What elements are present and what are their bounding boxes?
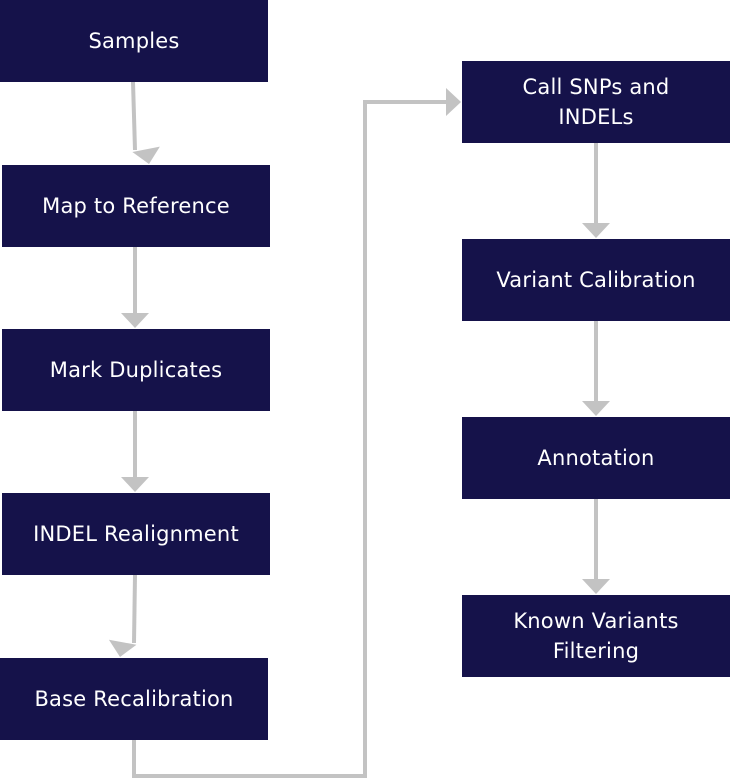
arrowhead-annot-to-known <box>582 579 610 594</box>
step-map-to-reference: Map to Reference <box>2 165 270 247</box>
step-annotation: Annotation <box>462 417 730 499</box>
step-variant-calibration: Variant Calibration <box>462 239 730 321</box>
step-base-recalibration: Base Recalibration <box>0 658 268 740</box>
step-known-variants-filtering: Known Variants Filtering <box>462 595 730 677</box>
step-mark-duplicates: Mark Duplicates <box>2 329 270 411</box>
edge-group <box>108 81 610 778</box>
step-known-variants-filtering-label: Known Variants Filtering <box>513 609 679 663</box>
step-base-recalibration-label: Base Recalibration <box>34 687 234 711</box>
arrowhead-vqsr-to-annot <box>582 401 610 416</box>
arrowhead-map-to-dups <box>121 313 149 328</box>
step-call-snps-and-indels: Call SNPs and INDELs <box>462 61 730 143</box>
arrowhead-samples-to-map <box>132 146 160 164</box>
step-variant-calibration-label: Variant Calibration <box>496 268 696 292</box>
step-samples: Samples <box>0 0 268 82</box>
arrowhead-bqsr-to-call <box>446 88 461 116</box>
arrowhead-call-to-vqsr <box>582 223 610 238</box>
step-indel-realignment: INDEL Realignment <box>2 493 270 575</box>
step-mark-duplicates-label: Mark Duplicates <box>49 358 223 382</box>
connector-samples-to-map <box>131 81 137 151</box>
step-call-snps-and-indels-label: Call SNPs and INDELs <box>522 75 670 129</box>
arrowhead-indel-to-bqsr <box>108 639 137 657</box>
step-map-to-reference-label: Map to Reference <box>42 194 230 218</box>
connector-indel-to-bqsr <box>132 574 137 644</box>
step-samples-label: Samples <box>88 29 180 53</box>
step-annotation-label: Annotation <box>537 446 655 470</box>
connector-bqsr-to-call <box>132 100 447 778</box>
step-indel-realignment-label: INDEL Realignment <box>33 522 239 546</box>
arrowhead-dups-to-indel <box>121 477 149 492</box>
